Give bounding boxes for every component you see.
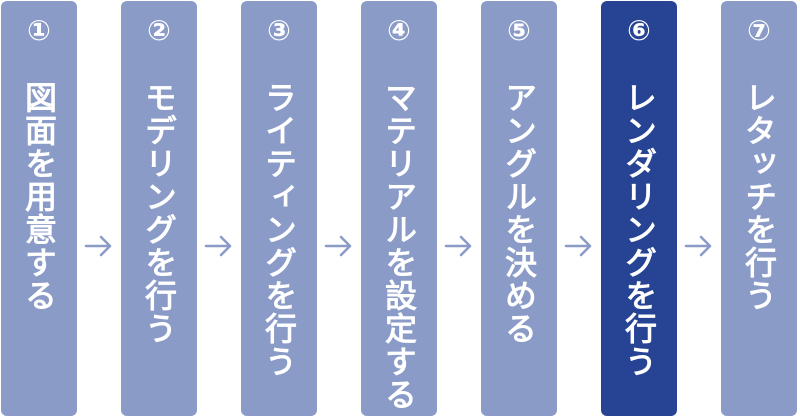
arrow-right-icon xyxy=(684,235,712,257)
step-label: アングルを決める xyxy=(500,81,538,345)
step-7-box: ⑦ レタッチを行う xyxy=(721,1,797,416)
step-number: ③ xyxy=(267,14,291,47)
step-1-box: ① 図面を用意する xyxy=(1,1,77,416)
step-number: ⑦ xyxy=(747,14,771,47)
step-label: モデリングを行う xyxy=(140,81,178,345)
step-label: 図面を用意する xyxy=(20,81,58,312)
step-4-box: ④ マテリアルを設定する xyxy=(361,1,437,416)
step-2-box: ② モデリングを行う xyxy=(121,1,197,416)
step-number: ② xyxy=(147,14,171,47)
step-6-box: ⑥ レンダリングを行う xyxy=(601,1,677,416)
step-label: レンダリングを行う xyxy=(620,81,658,378)
step-number: ① xyxy=(27,14,51,47)
step-label: レタッチを行う xyxy=(740,81,778,312)
step-number: ④ xyxy=(387,14,411,47)
step-5-box: ⑤ アングルを決める xyxy=(481,1,557,416)
step-number: ⑥ xyxy=(627,14,651,47)
step-label: マテリアルを設定する xyxy=(380,81,418,411)
arrow-right-icon xyxy=(204,235,232,257)
arrow-right-icon xyxy=(84,235,112,257)
step-label: ライティングを行う xyxy=(260,81,298,378)
arrow-right-icon xyxy=(564,235,592,257)
arrow-right-icon xyxy=(444,235,472,257)
step-3-box: ③ ライティングを行う xyxy=(241,1,317,416)
arrow-right-icon xyxy=(324,235,352,257)
step-number: ⑤ xyxy=(507,14,531,47)
